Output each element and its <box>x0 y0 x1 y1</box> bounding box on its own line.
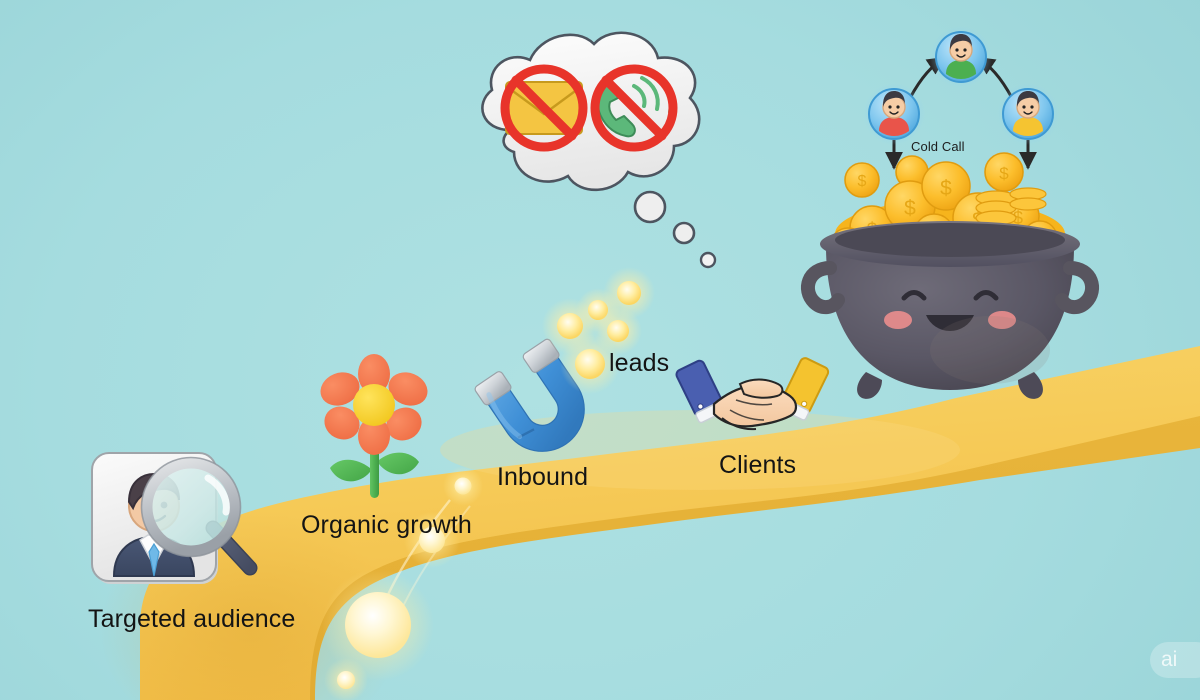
stage-label-organic-growth: Organic growth <box>301 511 472 539</box>
glowing-leads-orbs <box>542 267 655 394</box>
no-envelope-icon <box>500 64 588 152</box>
pot-of-gold: $ $ $ $ $ $ $ <box>801 152 1099 399</box>
avatar-left <box>863 83 925 145</box>
svg-text:$: $ <box>940 177 952 200</box>
cold-call-group <box>863 26 1059 170</box>
avatar-top <box>930 26 992 88</box>
no-phone-icon <box>590 64 678 152</box>
stage-label-inbound: Inbound <box>497 463 589 491</box>
glowing-path-orbs <box>322 466 483 700</box>
svg-text:$: $ <box>999 164 1009 183</box>
stage-label-clients: Clients <box>719 451 797 479</box>
flower-icon <box>320 354 428 498</box>
stage-label-targeted-audience: Targeted audience <box>88 605 296 633</box>
magnet-icon <box>474 338 585 452</box>
watermark-text: ai <box>1161 648 1178 671</box>
svg-text:$: $ <box>904 197 916 220</box>
avatar-right <box>997 83 1059 145</box>
pot-face <box>884 290 1016 331</box>
handshake-icon <box>675 357 830 431</box>
svg-text:$: $ <box>858 173 867 190</box>
svg-text:$: $ <box>1013 208 1023 228</box>
person-card-magnifier-icon <box>91 452 258 584</box>
no-cold-outreach-thought-bubble <box>481 31 717 269</box>
watermark: ai <box>1150 642 1200 678</box>
cold-call-label: Cold Call <box>911 139 965 154</box>
stage-label-leads: leads <box>609 349 670 377</box>
